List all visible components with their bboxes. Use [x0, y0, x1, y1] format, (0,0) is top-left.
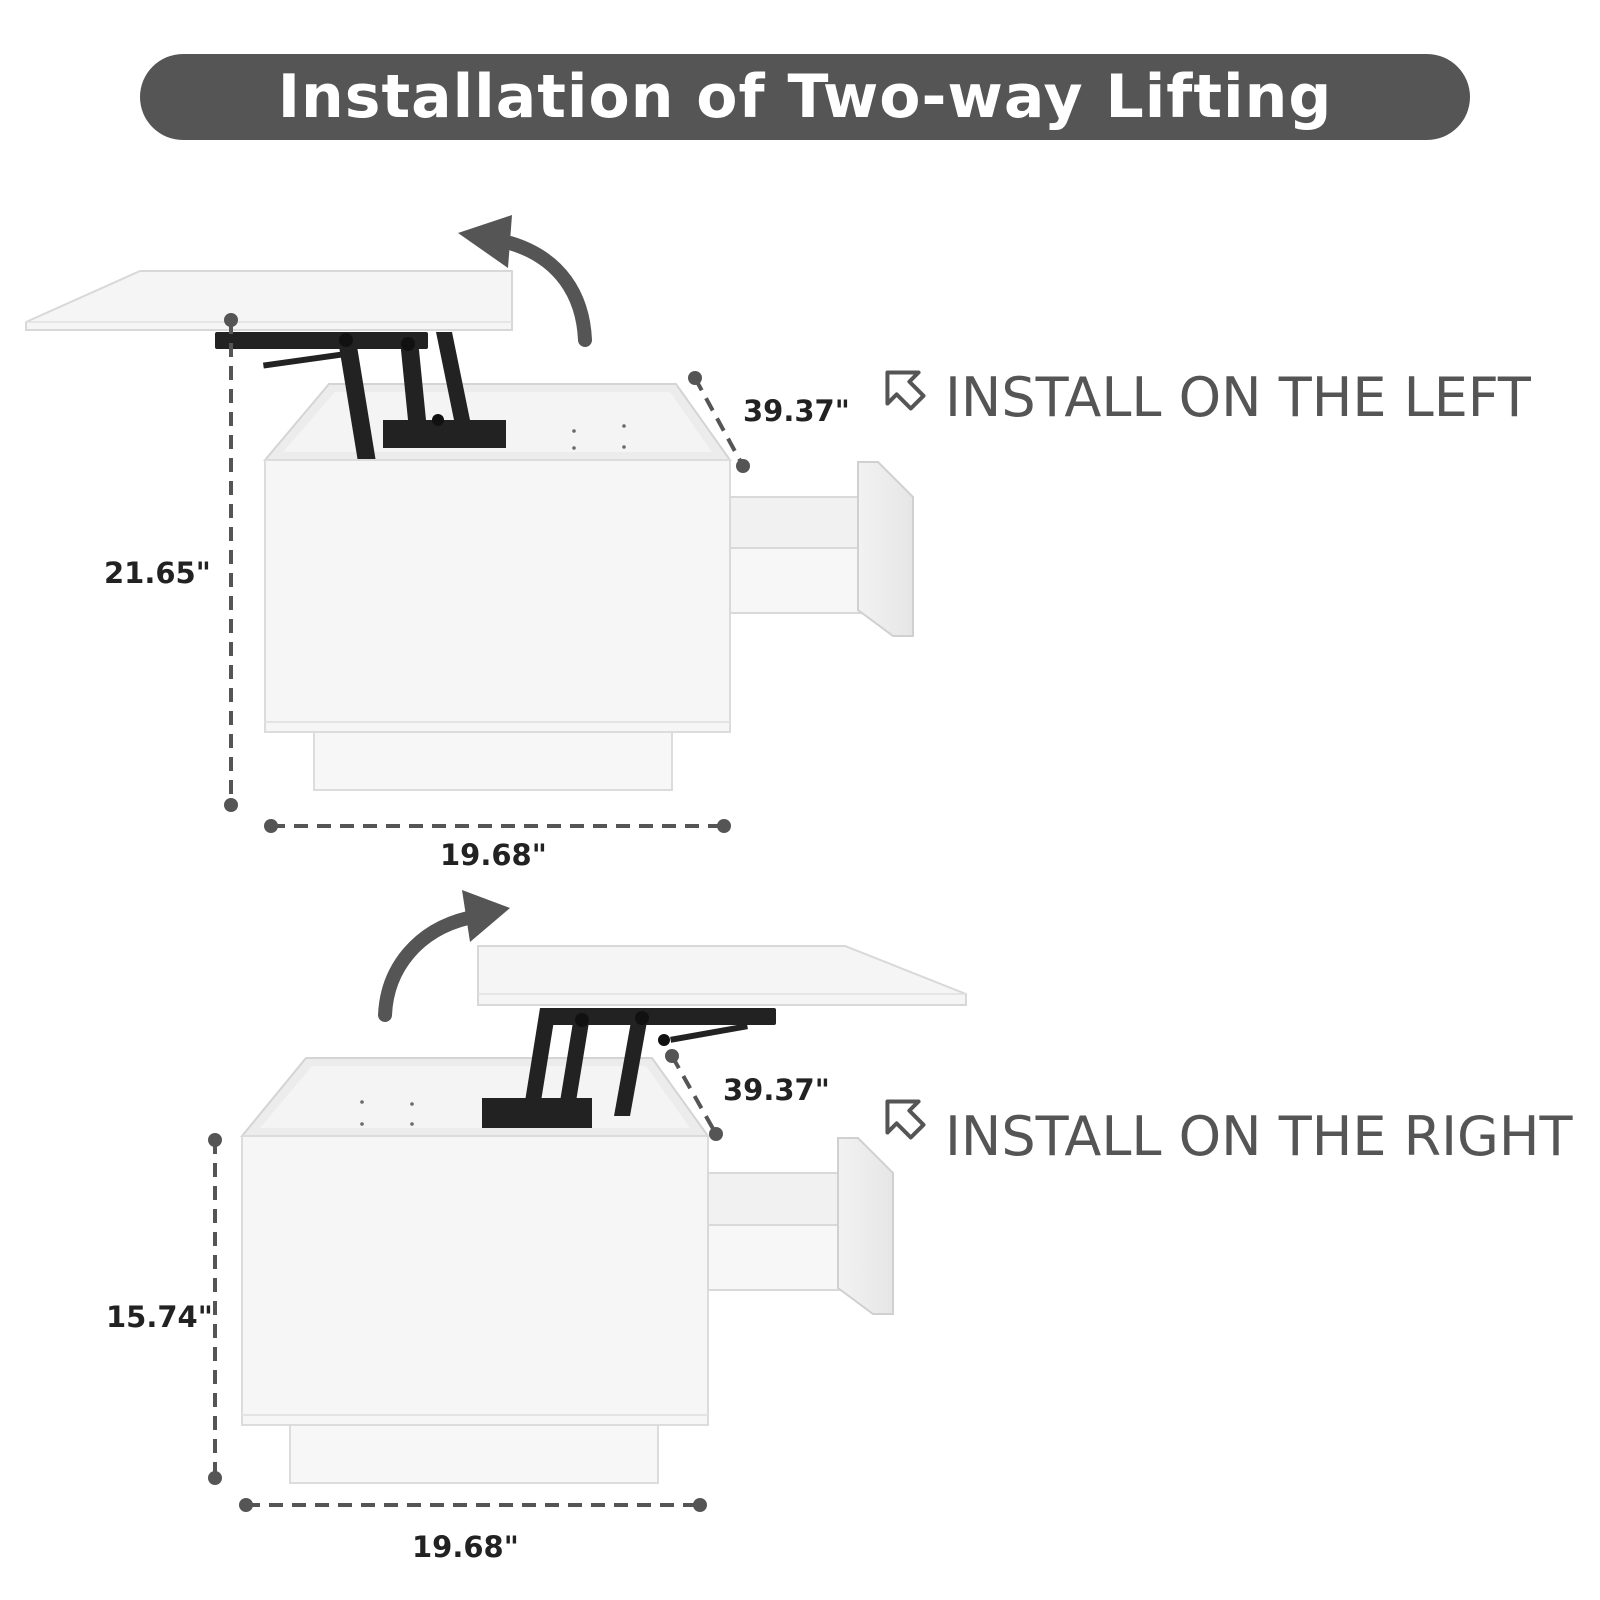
table-front — [264, 459, 731, 733]
side-drawer — [707, 1137, 894, 1315]
install-right-label: INSTALL ON THE RIGHT — [945, 1105, 1573, 1168]
table-top-lifted — [25, 270, 513, 331]
arrow-up-left-icon — [885, 370, 926, 411]
table-right-install — [239, 945, 967, 1484]
title-banner — [140, 54, 1470, 140]
dimension-endpoints-top — [224, 313, 750, 833]
dimension-lines-bottom — [213, 1055, 718, 1507]
table-left-install — [25, 270, 914, 791]
dimension-endpoints-bottom — [208, 1049, 723, 1512]
lift-mechanism — [482, 1008, 776, 1128]
table-base — [289, 1424, 659, 1484]
lift-arrow-right-icon — [378, 890, 510, 1022]
lift-arrow-left-icon — [458, 215, 592, 347]
table-base — [313, 731, 673, 791]
dimension-lines-top — [229, 320, 745, 828]
lift-mechanism — [215, 332, 506, 462]
table-top-lifted — [477, 945, 967, 1006]
table-front — [241, 1135, 709, 1426]
height-label-bottom: 15.74" — [106, 1300, 213, 1334]
side-drawer — [729, 461, 914, 637]
install-left-label: INSTALL ON THE LEFT — [945, 366, 1531, 429]
width-label-top: 19.68" — [440, 838, 547, 872]
depth-label-bottom: 39.37" — [723, 1073, 830, 1107]
arrow-up-left-icon — [885, 1099, 926, 1140]
depth-label-top: 39.37" — [743, 394, 850, 428]
width-label-bottom: 19.68" — [412, 1530, 519, 1564]
height-label-top: 21.65" — [104, 556, 211, 590]
page-title: Installation of Two-way Lifting Directio… — [277, 62, 1333, 218]
